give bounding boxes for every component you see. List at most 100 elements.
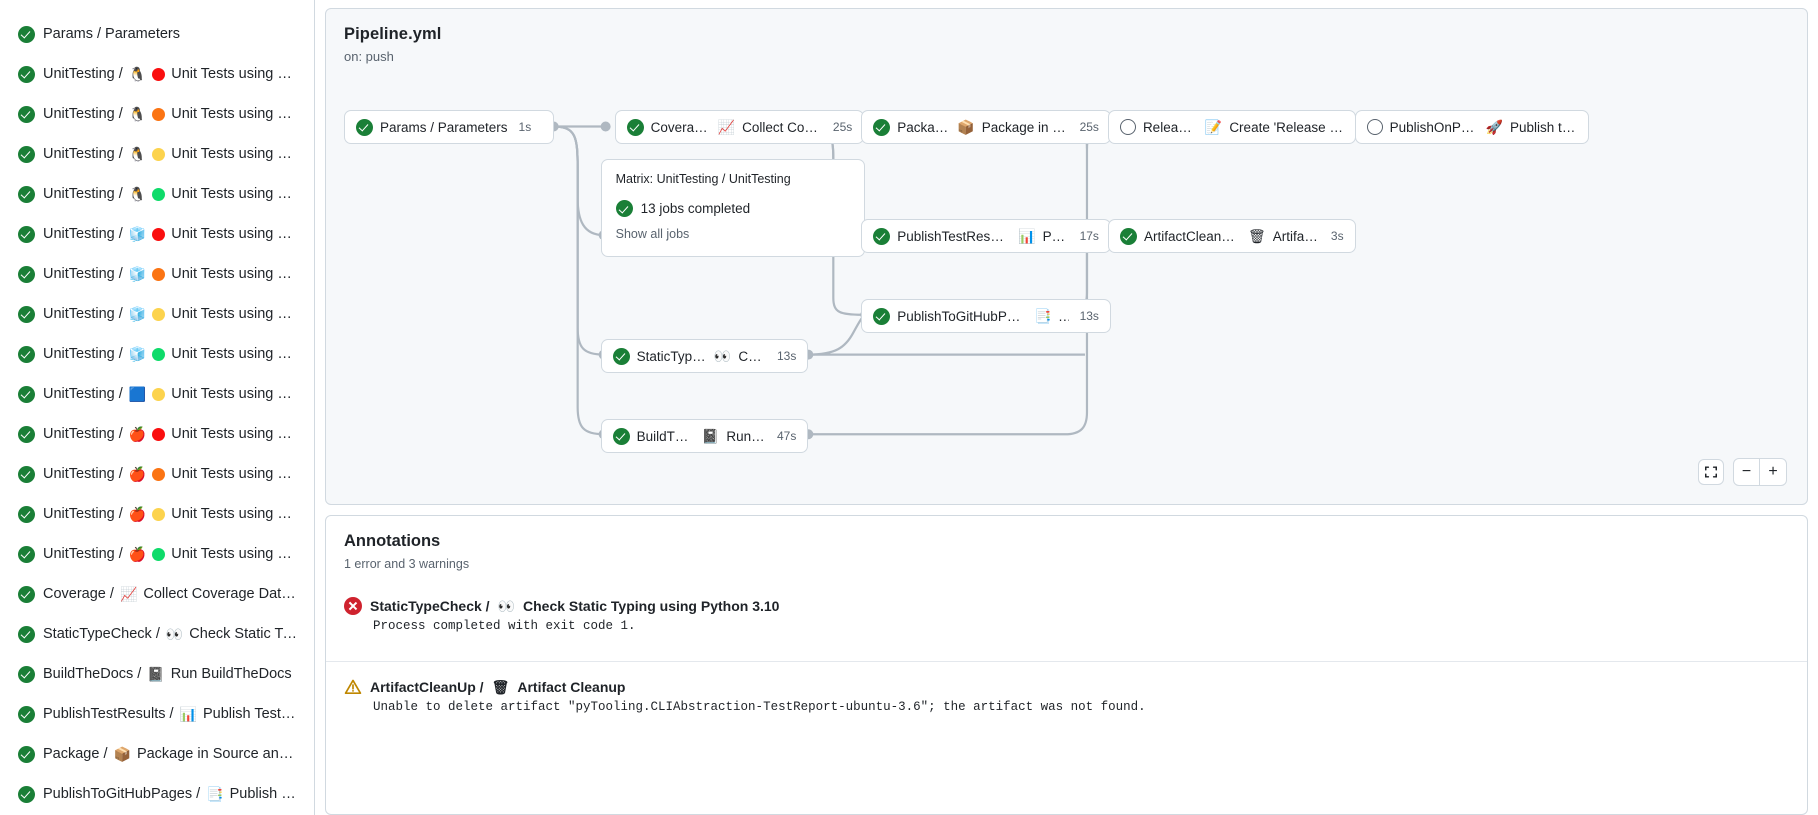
sidebar-job-item[interactable]: BuildTheDocs / 📓Run BuildTheDocs bbox=[6, 654, 308, 694]
sidebar-job-text: StaticTypeCheck / 👀Check Static Typing..… bbox=[43, 626, 298, 642]
sidebar-job-name: UnitTesting / bbox=[43, 66, 123, 82]
python-version-dot-icon bbox=[152, 187, 166, 201]
graph-node-testresults[interactable]: PublishTestResults / 📊Pu...17s bbox=[861, 219, 1111, 253]
status-success-icon bbox=[18, 305, 35, 323]
status-success-icon bbox=[873, 227, 891, 245]
sidebar-job-item[interactable]: Params / Parameters bbox=[6, 14, 308, 54]
graph-node-emoji-icon: 🗑 bbox=[1248, 228, 1266, 244]
sidebar-job-step: Unit Tests using Pyth... bbox=[171, 426, 298, 442]
pipeline-graph-panel[interactable]: Pipeline.yml on: push bbox=[325, 8, 1808, 505]
os-platform-icon: 🧊 bbox=[128, 266, 147, 282]
matrix-summary-row[interactable]: 13 jobs completed bbox=[602, 186, 865, 217]
sidebar-job-item[interactable]: PublishToGitHubPages / 📑Publish to G... bbox=[6, 774, 308, 814]
graph-node-pypi[interactable]: PublishOnPyPI / 🚀Publish to ... bbox=[1354, 110, 1590, 144]
sidebar-job-text: UnitTesting / 🟦Unit Tests using Pyth... bbox=[43, 386, 298, 402]
status-success-icon bbox=[18, 145, 35, 163]
annotation-message: Process completed with exit code 1. bbox=[373, 619, 636, 633]
zoom-button-group[interactable]: − + bbox=[1733, 458, 1787, 486]
graph-node-emoji-icon: 📦 bbox=[957, 119, 975, 135]
status-success-icon bbox=[612, 427, 630, 445]
sidebar-job-step: Unit Tests using Pyth... bbox=[171, 146, 298, 162]
zoom-controls[interactable]: − + bbox=[1698, 458, 1787, 486]
graph-node-artifact[interactable]: ArtifactCleanUp / 🗑Artifac...3s bbox=[1107, 219, 1356, 253]
sidebar-job-item[interactable]: Package / 📦Package in Source and Wh... bbox=[6, 734, 308, 774]
sidebar-job-name: UnitTesting / bbox=[43, 426, 123, 442]
sidebar-job-item[interactable]: StaticTypeCheck / 👀Check Static Typing..… bbox=[6, 614, 308, 654]
sidebar-job-text: UnitTesting / 🐧Unit Tests using Pyth... bbox=[43, 106, 298, 122]
graph-node-package[interactable]: Package / 📦Package in So...25s bbox=[861, 110, 1111, 144]
sidebar-job-item[interactable]: UnitTesting / 🍎Unit Tests using Pyth... bbox=[6, 534, 308, 574]
zoom-out-button[interactable]: − bbox=[1734, 459, 1760, 485]
os-platform-icon: 📑 bbox=[206, 786, 224, 802]
os-platform-icon: 🐧 bbox=[128, 186, 147, 202]
graph-node-name: PublishTestResults / bbox=[897, 228, 1012, 244]
sidebar-job-step: Package in Source and Wh... bbox=[136, 746, 298, 762]
sidebar-job-item[interactable]: UnitTesting / 🐧Unit Tests using Pyth... bbox=[6, 174, 308, 214]
python-version-dot-icon bbox=[152, 307, 166, 321]
sidebar-job-name: UnitTesting / bbox=[43, 106, 123, 122]
status-success-icon bbox=[18, 25, 35, 43]
sidebar-job-name: Coverage / bbox=[43, 586, 114, 602]
graph-node-builddocs[interactable]: BuildTheDocs / 📓Run Buil...47s bbox=[600, 419, 809, 453]
graph-node-emoji-icon: 🚀 bbox=[1485, 119, 1504, 135]
annotation-step-name: Artifact Cleanup bbox=[517, 679, 626, 695]
status-success-icon bbox=[18, 665, 35, 683]
sidebar-job-item[interactable]: Coverage / 📈Collect Coverage Data usi... bbox=[6, 574, 308, 614]
warning-icon bbox=[344, 678, 362, 696]
sidebar-job-item[interactable]: UnitTesting / 🍎Unit Tests using Pyth... bbox=[6, 494, 308, 534]
sidebar-job-item[interactable]: UnitTesting / 🧊Unit Tests using Pyth... bbox=[6, 214, 308, 254]
sidebar-job-name: UnitTesting / bbox=[43, 346, 123, 362]
status-success-icon bbox=[18, 505, 35, 523]
graph-node-emoji-icon: 📈 bbox=[717, 119, 736, 135]
graph-node-ghpages[interactable]: PublishToGitHubPages / 📑...13s bbox=[861, 299, 1111, 333]
sidebar-job-item[interactable]: UnitTesting / 🟦Unit Tests using Pyth... bbox=[6, 374, 308, 414]
graph-node-name: ArtifactCleanUp / bbox=[1143, 228, 1242, 244]
python-version-dot-icon bbox=[152, 427, 166, 441]
status-pending-icon bbox=[1119, 119, 1136, 135]
sidebar-job-name: BuildTheDocs / bbox=[43, 666, 142, 682]
sidebar-job-step: Unit Tests using Pyth... bbox=[171, 386, 298, 402]
status-success-icon bbox=[18, 465, 35, 483]
graph-node-step: Package in So... bbox=[981, 119, 1069, 135]
sidebar-job-text: UnitTesting / 🐧Unit Tests using Pyth... bbox=[43, 186, 298, 202]
os-platform-icon: 📦 bbox=[113, 746, 131, 762]
status-success-icon bbox=[18, 105, 35, 123]
os-platform-icon: 🟦 bbox=[128, 386, 147, 402]
sidebar-job-step: Unit Tests using Pyth... bbox=[171, 466, 298, 482]
python-version-dot-icon bbox=[152, 547, 166, 561]
sidebar-job-item[interactable]: UnitTesting / 🧊Unit Tests using Pyth... bbox=[6, 254, 308, 294]
sidebar-job-item[interactable]: UnitTesting / 🍎Unit Tests using Pyth... bbox=[6, 414, 308, 454]
zoom-in-button[interactable]: + bbox=[1768, 463, 1778, 480]
graph-node-emoji-icon: 📑 bbox=[1034, 308, 1052, 324]
python-version-dot-icon bbox=[152, 227, 166, 241]
sidebar-job-text: UnitTesting / 🧊Unit Tests using Pyth... bbox=[43, 346, 298, 362]
sidebar-job-item[interactable]: UnitTesting / 🐧Unit Tests using Pyth... bbox=[6, 134, 308, 174]
status-success-icon bbox=[18, 705, 35, 723]
sidebar-job-item[interactable]: UnitTesting / 🐧Unit Tests using Pyth... bbox=[6, 54, 308, 94]
sidebar-job-item[interactable]: UnitTesting / 🧊Unit Tests using Pyth... bbox=[6, 334, 308, 374]
sidebar-job-item[interactable]: UnitTesting / 🍎Unit Tests using Pyth... bbox=[6, 454, 308, 494]
annotation-row: StaticTypeCheck / 👀Check Static Typing u… bbox=[326, 581, 1807, 647]
sidebar-job-item[interactable]: UnitTesting / 🐧Unit Tests using Pyth... bbox=[6, 94, 308, 134]
annotation-job-emoji-icon: 🗑 bbox=[491, 679, 510, 695]
sidebar-job-item[interactable]: UnitTesting / 🧊Unit Tests using Pyth... bbox=[6, 294, 308, 334]
graph-node-duration: 3s bbox=[1330, 229, 1344, 243]
graph-node-release[interactable]: Release / 📝Create 'Release P... bbox=[1107, 110, 1356, 144]
fit-screen-button[interactable] bbox=[1698, 459, 1724, 485]
sidebar-job-text: Params / Parameters bbox=[43, 26, 298, 42]
graph-node-statictype[interactable]: StaticTypeCheck / 👀Chec...13s bbox=[600, 339, 809, 373]
main-content: Pipeline.yml on: push bbox=[315, 0, 1818, 815]
python-version-dot-icon bbox=[152, 147, 166, 161]
graph-node-name: Release / bbox=[1142, 119, 1198, 135]
show-all-jobs-link[interactable]: Show all jobs bbox=[615, 227, 690, 241]
sidebar-job-name: PublishToGitHubPages / bbox=[43, 786, 201, 802]
graph-node-name: BuildTheDocs / bbox=[636, 428, 695, 444]
graph-node-coverage[interactable]: Coverage / 📈Collect Cove...25s bbox=[614, 110, 865, 144]
sidebar-job-item[interactable]: PublishTestResults / 📊Publish Test Resu.… bbox=[6, 694, 308, 734]
graph-node-duration: 13s bbox=[776, 349, 797, 363]
status-success-icon bbox=[18, 785, 35, 803]
